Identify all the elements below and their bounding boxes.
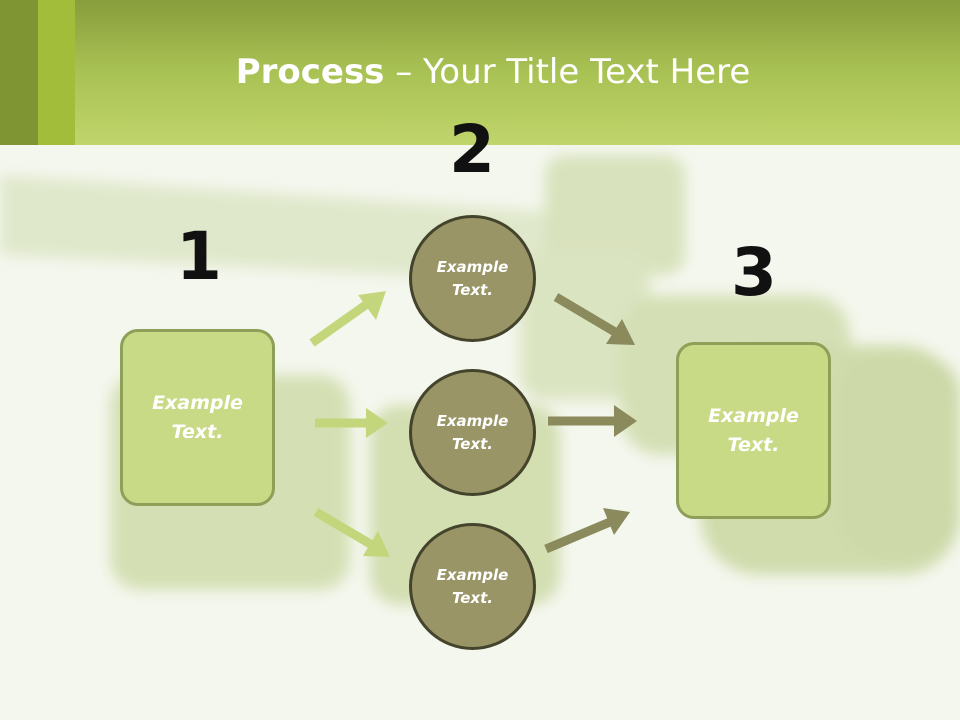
step-2-circle-top: Example Text.	[409, 215, 536, 342]
step-number-2: 2	[449, 111, 495, 188]
header-stripe-dark	[0, 0, 38, 145]
step-2-circle-middle: Example Text.	[409, 369, 536, 496]
step-3-box: Example Text.	[676, 342, 831, 519]
circle-middle-text: Example Text.	[436, 411, 509, 453]
title-rest: – Your Title Text Here	[384, 52, 751, 92]
header-stripe-light	[38, 0, 75, 145]
step-1-box: Example Text.	[120, 329, 275, 506]
circle-bottom-text: Example Text.	[436, 565, 509, 607]
title-bold: Process	[235, 52, 385, 92]
circle-top-text: Example Text.	[436, 257, 509, 299]
step-3-box-text: Example Text.	[708, 404, 799, 456]
step-number-1: 1	[176, 218, 222, 295]
header-band	[0, 0, 960, 145]
slide-title: Process – Your Title Text Here	[0, 52, 960, 92]
step-1-box-text: Example Text.	[152, 391, 243, 443]
step-number-3: 3	[731, 234, 777, 311]
step-2-circle-bottom: Example Text.	[409, 523, 536, 650]
